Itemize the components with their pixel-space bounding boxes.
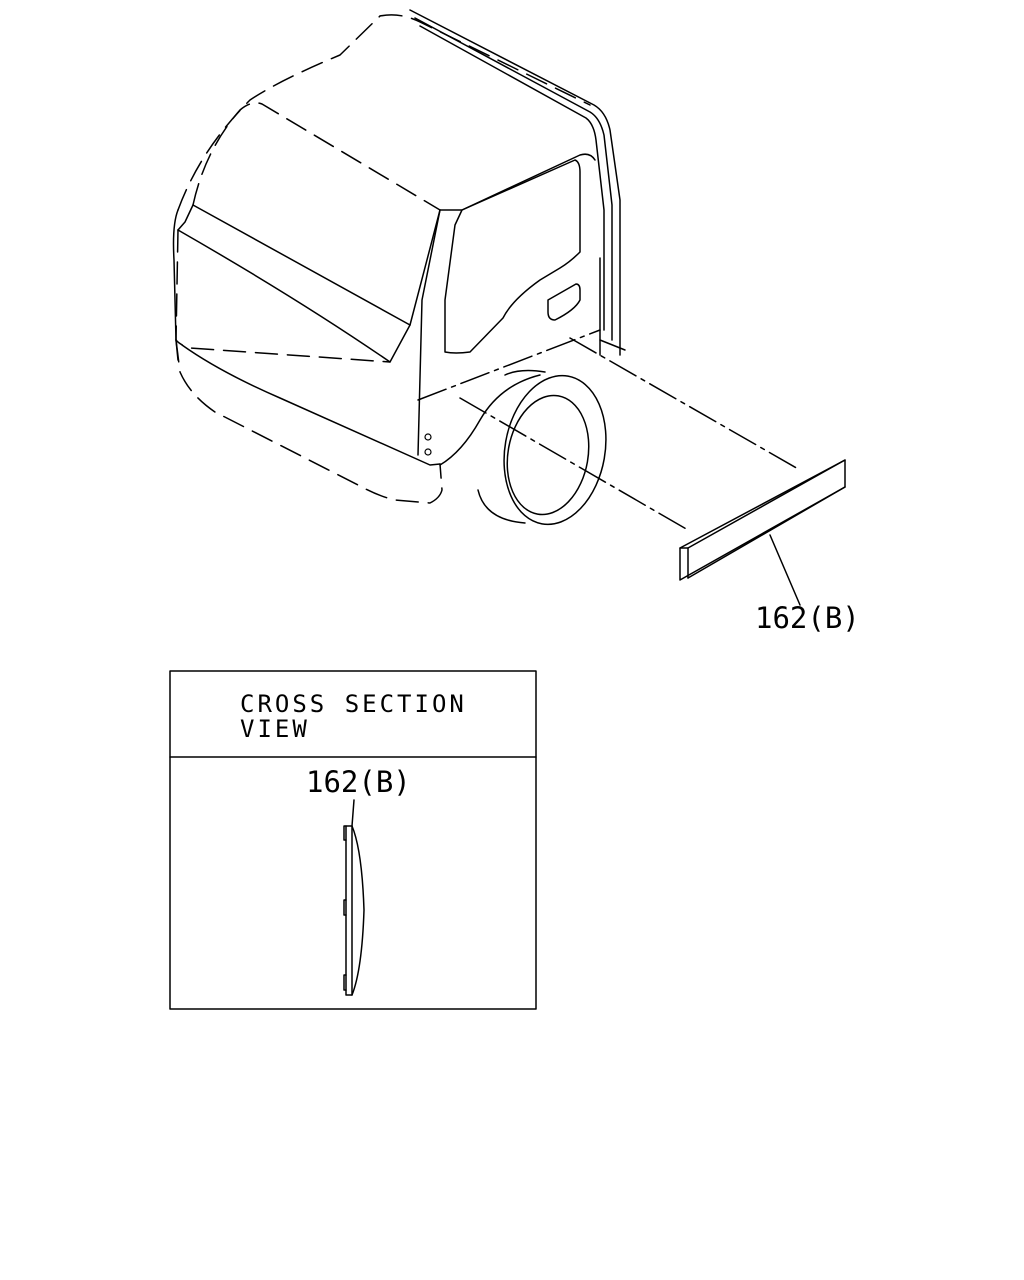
section-part-callout-162b: 162(B) [306, 765, 411, 799]
cab-body [172, 9, 626, 504]
front-wheel [439, 369, 607, 526]
section-box-title-line1: CROSS SECTION [240, 690, 467, 718]
part-callout-162b: 162(B) [755, 601, 860, 635]
assembly-leader-lines [459, 337, 801, 531]
side-molding-part [679, 459, 846, 606]
section-box-title-line2: VIEW [240, 715, 310, 743]
cross-section-box [169, 670, 537, 1010]
